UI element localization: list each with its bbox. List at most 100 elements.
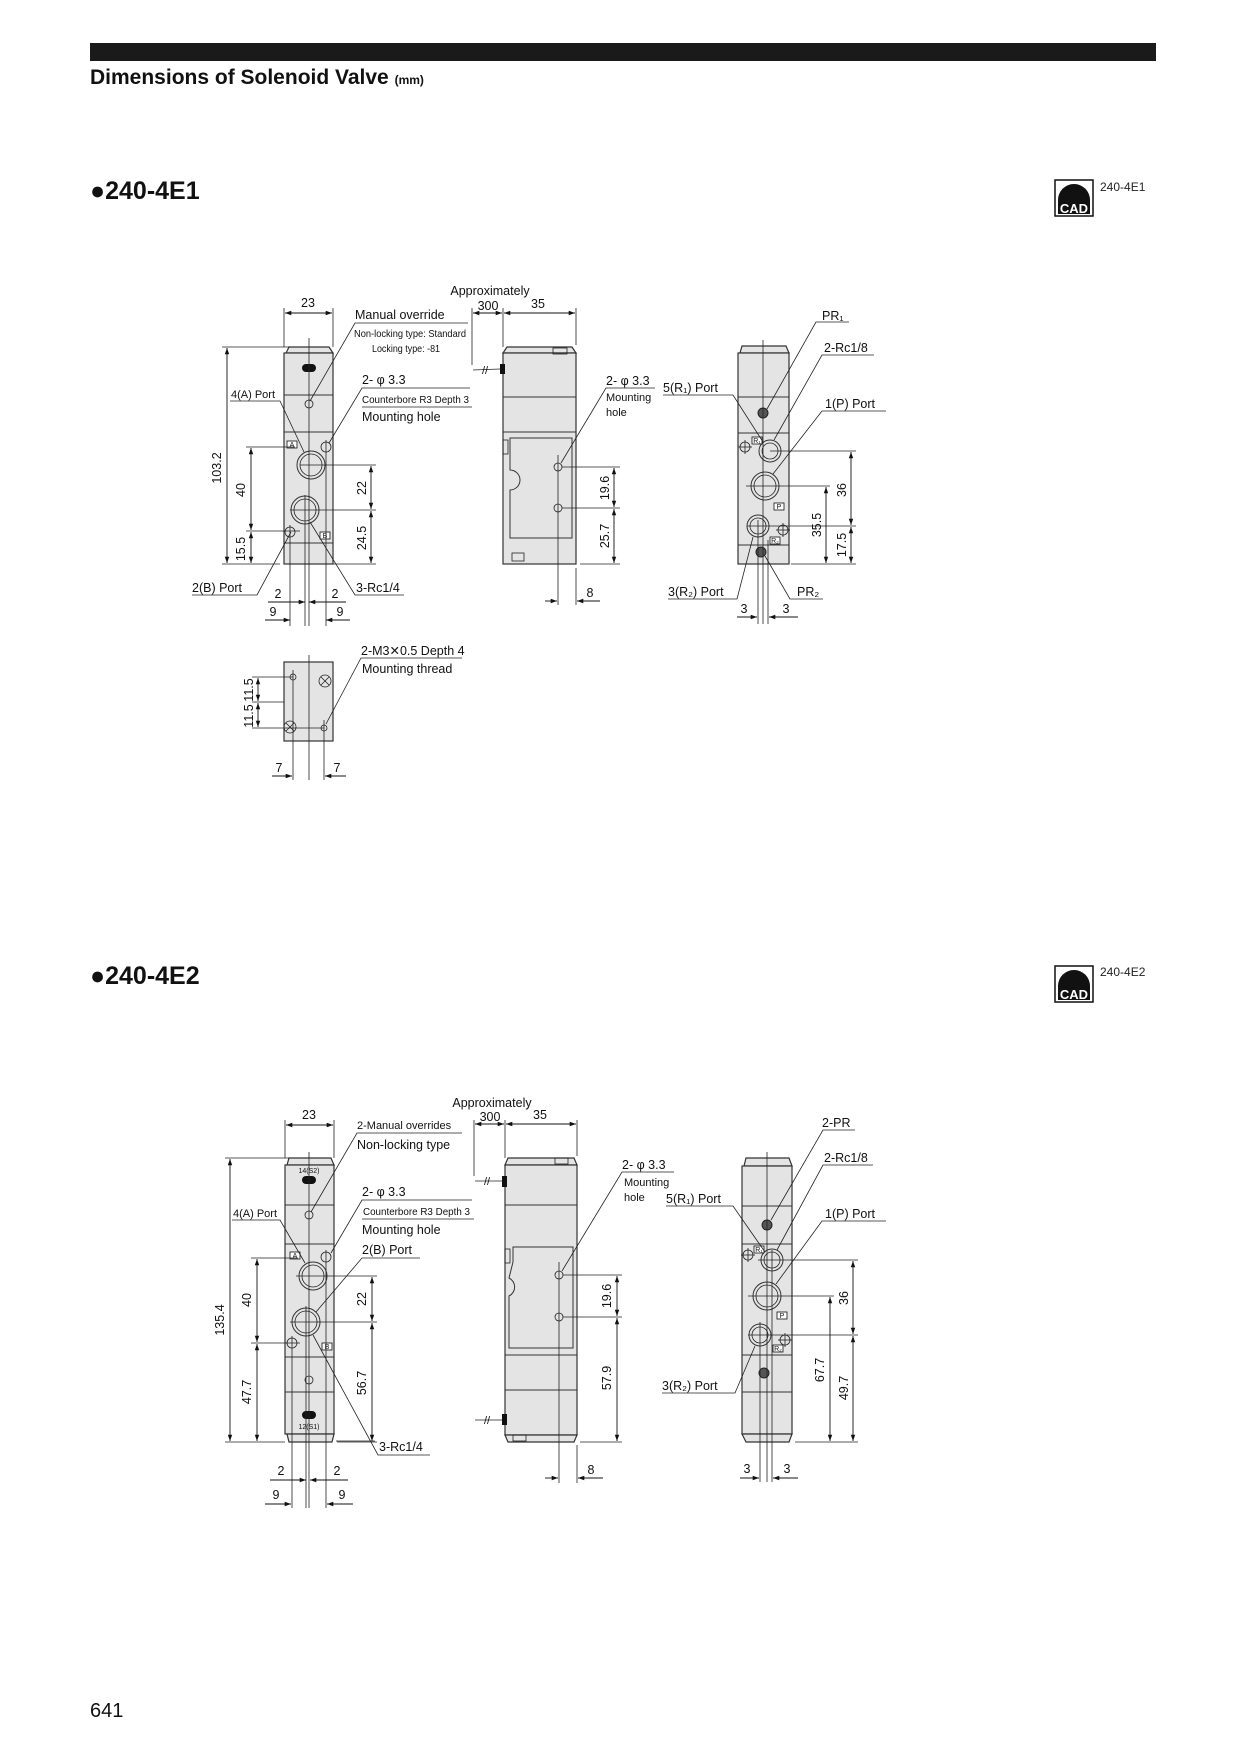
- drawing-stroke: [328, 387, 470, 444]
- drawing-label: 57.9: [600, 1366, 614, 1390]
- drawing-label: 35: [533, 1108, 547, 1122]
- drawing-label: 3(R₂) Port: [662, 1379, 718, 1393]
- drawing-label: 8: [587, 586, 594, 600]
- drawing-label: Approximately: [450, 284, 530, 298]
- header-bar: [90, 43, 1156, 61]
- drawing-label: Mounting hole: [362, 410, 441, 424]
- rear-view: R₁ P R₂ 36 17.5 35.5 3 3 PR₁ 2-Rc1/8 1(P…: [663, 309, 886, 624]
- drawing-label: 40: [234, 483, 248, 497]
- drawing-stroke: [560, 387, 655, 464]
- drawing-stroke: [662, 1345, 756, 1394]
- drawing-stroke: [230, 400, 305, 453]
- drawing-label: //: [482, 365, 489, 377]
- drawing-stroke: [472, 368, 501, 371]
- drawing-stroke: [1058, 970, 1090, 1000]
- drawing-stroke: [772, 1344, 784, 1353]
- drawing-stroke: [318, 674, 332, 688]
- drawing-label: 300: [478, 299, 499, 313]
- cad-icon[interactable]: CAD: [1054, 965, 1094, 1003]
- drawing-label: 3: [783, 602, 790, 616]
- page-title: Dimensions of Solenoid Valve (mm): [90, 66, 424, 89]
- drawing-label: 5(R₁) Port: [663, 381, 718, 395]
- drawing-label: 35: [531, 297, 545, 311]
- drawing-label: 3-Rc1/4: [379, 1440, 423, 1454]
- drawing-label: 2- φ 3.3: [606, 374, 650, 388]
- drawing-stroke: [552, 347, 568, 355]
- drawing-stroke: [739, 345, 790, 354]
- drawing-label: 40: [240, 1293, 254, 1307]
- drawing-label: Approximately: [452, 1096, 532, 1110]
- drawing-label: 5(R₁) Port: [666, 1192, 721, 1206]
- drawing-stroke: [773, 354, 874, 441]
- drawing-label: 9: [337, 605, 344, 619]
- drawing-label: 7: [334, 761, 341, 775]
- drawing-label: 300: [480, 1110, 501, 1124]
- drawing-stroke: [776, 1164, 873, 1251]
- drawing-label: Mounting: [606, 392, 651, 404]
- cad-icon[interactable]: CAD: [1054, 179, 1094, 217]
- drawing-stroke: [309, 521, 404, 596]
- drawing-label: R₂: [774, 1346, 782, 1353]
- drawing-label: 135.4: [213, 1304, 227, 1335]
- drawing-stroke: [743, 1157, 793, 1167]
- drawing-stroke: [286, 1433, 335, 1443]
- drawing-label: Mounting: [624, 1177, 669, 1189]
- page-number: 641: [90, 1700, 123, 1722]
- drawing-stroke: [502, 1176, 507, 1187]
- drawing-label: 35.5: [810, 513, 824, 537]
- drawing-stroke: [775, 1220, 886, 1285]
- drawing-label: Mounting hole: [362, 1223, 441, 1237]
- drawing-label: 36: [835, 483, 849, 497]
- drawing-stroke: [502, 1414, 507, 1425]
- drawing-label: 1(P) Port: [825, 397, 876, 411]
- drawing-label: 2-Rc1/8: [824, 341, 868, 355]
- drawing-stroke: [770, 1129, 855, 1221]
- drawing-label: 2: [334, 1464, 341, 1478]
- drawing-label: 7: [276, 761, 283, 775]
- drawing-label: A: [290, 442, 295, 449]
- drawing-label: 56.7: [355, 1371, 369, 1395]
- drawing-label: 3: [741, 602, 748, 616]
- cad-model-label: 240-4E1: [1100, 180, 1146, 194]
- drawing-label: Mounting thread: [362, 662, 452, 676]
- drawing-stroke: [512, 1434, 527, 1442]
- drawing-stroke: [502, 439, 509, 455]
- drawing-label: A: [293, 1253, 298, 1260]
- side-view: // Approximately 300 35 19.6 25.7 8 2- φ…: [450, 284, 655, 605]
- drawing-label: hole: [606, 407, 627, 419]
- bottom-view: 11.5 11.5 7 7 2-M3✕0.5 Depth 4 Mounting …: [242, 644, 465, 780]
- drawing-label: 23: [302, 1108, 316, 1122]
- section-240-4E1: ●240-4E1 CAD 240-4E1 A B: [90, 177, 1146, 780]
- drawing-stroke: [766, 321, 849, 410]
- drawing-stroke: [330, 1199, 472, 1254]
- drawing-label: R₁: [753, 438, 761, 445]
- drawing-label: 103.2: [210, 452, 224, 483]
- drawing-stroke: [504, 1248, 511, 1264]
- drawing-stroke: [285, 346, 335, 354]
- drawing-label: CAD: [1060, 201, 1088, 216]
- drawing-label: 19.6: [598, 476, 612, 500]
- drawing-label: P: [780, 1313, 785, 1320]
- drawing-label: PR₂: [797, 585, 819, 599]
- drawing-stroke: [325, 657, 462, 725]
- drawing-stroke: [741, 1248, 755, 1262]
- drawing-label: R₂: [771, 538, 779, 545]
- drawing-stroke: [500, 364, 505, 374]
- drawing-stroke: [283, 661, 334, 742]
- drawing-stroke: [776, 523, 790, 537]
- drawing-stroke: [668, 536, 754, 600]
- drawing-stroke: [738, 440, 752, 454]
- drawing-stroke: [310, 1132, 462, 1213]
- drawing-stroke: [312, 1334, 430, 1456]
- drawing-label: //: [484, 1176, 491, 1188]
- drawing-label: Locking type: -81: [372, 343, 440, 355]
- drawing-stroke: [286, 1157, 335, 1166]
- drawing-label: 17.5: [835, 533, 849, 557]
- drawing-stroke: [753, 1245, 765, 1254]
- drawing-label: 2-PR: [822, 1116, 850, 1130]
- drawing-label: 3: [784, 1462, 791, 1476]
- drawing-label: 24.5: [355, 526, 369, 550]
- drawing-label: 11.5: [242, 704, 256, 727]
- drawing-stroke: [318, 674, 332, 688]
